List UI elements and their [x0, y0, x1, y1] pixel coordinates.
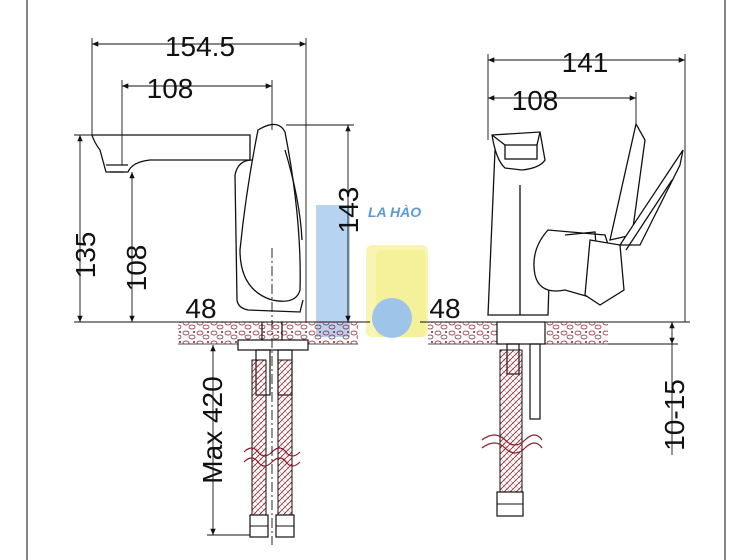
dim-right-base-diameter: 48 — [429, 293, 460, 324]
dim-left-handle-height: 143 — [333, 187, 364, 234]
dim-left-spout-height: 108 — [121, 245, 152, 292]
right-faucet-view — [420, 122, 690, 323]
right-braided-hose — [481, 349, 543, 517]
right-mounting-shank — [496, 321, 546, 420]
dim-left-spout-reach: 108 — [147, 73, 194, 104]
left-dimension-lines — [74, 38, 354, 545]
dim-left-total-height: 135 — [70, 232, 101, 279]
dim-right-deck-thickness: 10-15 — [659, 379, 690, 451]
left-braided-hoses — [243, 359, 301, 538]
watermark-logo — [316, 205, 428, 338]
right-dimension-lines — [428, 54, 686, 455]
dim-left-base-diameter: 48 — [185, 293, 216, 324]
dim-right-overall-width: 141 — [562, 47, 609, 78]
dim-right-spout-reach: 108 — [512, 85, 559, 116]
dim-left-hose-length: Max 420 — [197, 376, 228, 483]
dim-left-overall-width: 154.5 — [165, 31, 235, 62]
watermark-text: LA HÀO — [368, 204, 421, 220]
left-faucet-view — [80, 123, 370, 323]
left-deck-section — [178, 322, 358, 344]
